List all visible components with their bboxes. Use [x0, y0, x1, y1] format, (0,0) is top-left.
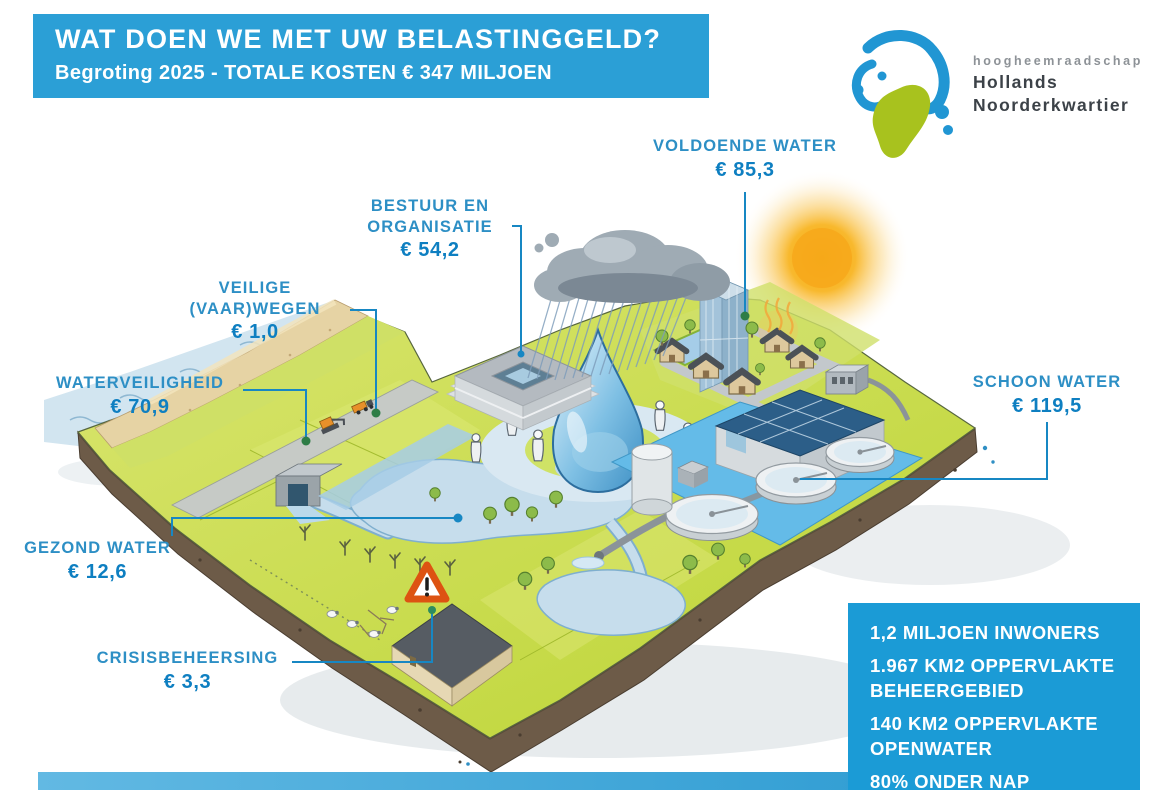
callout-waterveiligheid: WATERVEILIGHEID € 70,9	[55, 374, 225, 418]
dump-truck-icon	[351, 399, 374, 415]
rain-cloud-icon	[527, 230, 730, 381]
connector-crisisbeheersing	[292, 612, 433, 663]
callout-veilige-vaarwegen: VEILIGE (VAAR)WEGEN € 1,0	[189, 279, 321, 344]
city	[652, 278, 911, 427]
key-figures-box: 1,2 MILJOEN INWONERS 1.967 KM2 OPPERVLAK…	[848, 603, 1140, 792]
clarifier-tanks	[665, 436, 895, 541]
connectors	[171, 192, 1048, 663]
callout-voldoende-water: VOLDOENDE WATER € 85,3	[653, 137, 837, 181]
stat-openwater: 140 KM2 OPPERVLAKTE OPENWATER	[870, 713, 1099, 759]
stat-onder-nap: 80% ONDER NAP	[870, 771, 1030, 793]
lion-logo-icon	[852, 30, 953, 158]
office-building	[445, 345, 601, 431]
connector-gezond-water	[171, 517, 454, 536]
organization-logo: hoogheemraadschap Hollands Noorderkwarti…	[838, 26, 1148, 171]
dune	[94, 299, 405, 468]
header-banner: WAT DOEN WE MET UW BELASTINGGELD? Begrot…	[33, 14, 709, 98]
connector-dots	[301, 311, 750, 614]
heat-stressed-house	[758, 297, 798, 352]
callout-gezond-water: GEZOND WATER € 12,6	[24, 539, 171, 583]
callout-crisisbeheersing: CRISISBEHEERSING € 3,3	[96, 649, 279, 693]
logo-name: Hollands Noorderkwartier	[973, 72, 1130, 115]
connector-schoon-water	[800, 422, 1048, 480]
droplet-accents	[466, 445, 995, 766]
stat-inwoners: 1,2 MILJOEN INWONERS	[870, 622, 1100, 643]
pump-station	[824, 364, 911, 422]
sluice	[275, 424, 476, 524]
connector-waterveiligheid	[243, 389, 307, 438]
callout-schoon-water: SCHOON WATER € 119,5	[972, 373, 1122, 417]
storage-tank	[631, 443, 673, 516]
excavator-icon	[319, 416, 346, 435]
treatment-plant	[571, 389, 924, 570]
stat-beheergebied: 1.967 KM2 OPPERVLAKTE BEHEERGEBIED	[870, 655, 1115, 701]
logo-prefix: hoogheemraadschap	[973, 54, 1143, 68]
connector-veilige-vaarwegen	[350, 309, 377, 410]
dike-road	[171, 379, 440, 519]
water-drop	[552, 326, 644, 494]
warning-triangle-icon	[404, 561, 450, 603]
callout-bestuur-en-organisatie: BESTUUR EN ORGANISATIE € 54,2	[367, 197, 493, 262]
connector-bestuur-en-organisatie	[512, 225, 522, 352]
page-subtitle: Begroting 2025 - TOTALE KOSTEN € 347 MIL…	[55, 62, 552, 85]
logo-text: hoogheemraadschap Hollands Noorderkwarti…	[973, 26, 1143, 171]
pump-box	[677, 460, 709, 488]
page-title: WAT DOEN WE MET UW BELASTINGGELD?	[55, 24, 662, 54]
